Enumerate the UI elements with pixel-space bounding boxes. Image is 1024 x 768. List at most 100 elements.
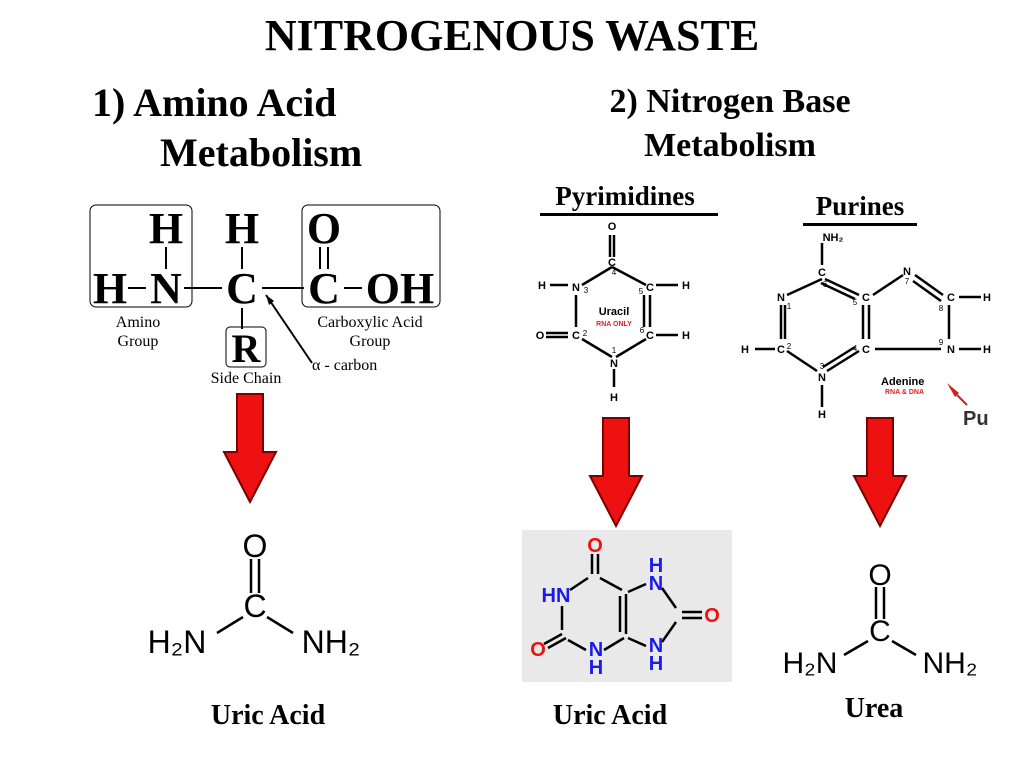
atom-c-alpha: C: [226, 264, 258, 313]
svg-text:4: 4: [612, 268, 617, 277]
label-amino-line2: Group: [118, 333, 159, 350]
svg-text:7: 7: [905, 277, 910, 286]
adenine-corner-text: Pu: [963, 408, 989, 430]
svg-text:C: C: [777, 344, 785, 356]
arrow-down-right: [852, 417, 908, 528]
adenine-structure: NH₂ C N C C C N N C N H H H H 6 1 5 2 4 …: [741, 232, 991, 430]
svg-text:O: O: [536, 330, 545, 342]
adenine-note: RNA & DNA: [885, 389, 924, 396]
svg-text:H: H: [538, 280, 546, 292]
section-amino-acid-line2: Metabolism: [160, 130, 363, 175]
pyrimidines-heading: Pyrimidines: [555, 181, 695, 211]
label-side-chain: Side Chain: [211, 370, 282, 387]
caption-right-urea: Urea: [844, 693, 904, 724]
section-nitrogen-base-heading: 2) Nitrogen Base Metabolism: [560, 80, 900, 168]
svg-text:O: O: [704, 605, 720, 627]
svg-text:C: C: [869, 615, 891, 648]
svg-text:H: H: [741, 344, 749, 356]
svg-text:9: 9: [939, 338, 944, 347]
side-chain-box: [225, 326, 267, 368]
purines-heading: Purines: [815, 191, 905, 221]
svg-text:C: C: [646, 330, 654, 342]
atom-h-top-mid: H: [225, 204, 259, 253]
page-title: NITROGENOUS WASTE: [264, 11, 760, 60]
svg-text:1: 1: [787, 302, 792, 311]
svg-text:O: O: [868, 559, 891, 592]
arrow-down-left: [222, 393, 278, 504]
svg-text:5: 5: [639, 287, 644, 296]
svg-text:C: C: [947, 292, 955, 304]
svg-text:O: O: [243, 528, 268, 564]
uracil-note: RNA ONLY: [596, 321, 632, 328]
svg-text:1: 1: [612, 346, 617, 355]
svg-text:N: N: [903, 266, 911, 278]
atom-n: N: [150, 264, 182, 313]
svg-text:C: C: [243, 588, 266, 624]
svg-text:H: H: [983, 292, 991, 304]
svg-text:N: N: [649, 573, 663, 595]
svg-text:O: O: [608, 221, 617, 233]
section-nitrogen-base-line1: 2) Nitrogen Base: [609, 83, 851, 120]
svg-text:H: H: [610, 392, 618, 404]
pyrimidines-underline: [540, 213, 718, 216]
svg-text:H: H: [649, 555, 663, 577]
alpha-carbon-pointer-head: [266, 295, 274, 305]
arrow-down-middle: [588, 417, 644, 528]
svg-text:NH₂: NH₂: [302, 624, 361, 660]
svg-text:N: N: [777, 292, 785, 304]
atom-h-left: H: [93, 264, 127, 313]
svg-text:NH₂: NH₂: [923, 647, 978, 680]
amino-group-box: [89, 204, 193, 308]
atom-h-top-left: H: [149, 204, 183, 253]
atom-oh: OH: [366, 264, 434, 313]
svg-text:8: 8: [939, 304, 944, 313]
svg-text:O: O: [587, 535, 603, 557]
carboxyl-group-box: [301, 204, 441, 308]
section-nitrogen-base-line2: Metabolism: [644, 127, 816, 164]
svg-text:O: O: [530, 639, 546, 661]
svg-text:6: 6: [823, 280, 828, 289]
svg-text:H: H: [983, 344, 991, 356]
svg-text:3: 3: [820, 362, 825, 371]
atom-r: R: [232, 326, 262, 371]
uric-acid-structure: O HN N H O O N H N H: [530, 535, 720, 679]
atom-o-top: O: [307, 204, 341, 253]
svg-text:N: N: [589, 639, 603, 661]
svg-text:H: H: [818, 409, 826, 421]
alpha-carbon-pointer: [265, 294, 313, 364]
svg-text:C: C: [818, 267, 826, 279]
svg-text:N: N: [818, 372, 826, 384]
svg-text:C: C: [608, 257, 616, 269]
svg-text:H: H: [682, 330, 690, 342]
left-product-structure: O C H₂N NH₂: [148, 528, 361, 660]
svg-text:H: H: [649, 653, 663, 675]
svg-text:4: 4: [853, 344, 858, 353]
svg-text:NH₂: NH₂: [823, 232, 844, 244]
svg-text:H: H: [589, 657, 603, 679]
svg-text:2: 2: [583, 329, 588, 338]
caption-middle-uric-acid: Uric Acid: [552, 700, 668, 731]
svg-text:N: N: [572, 282, 580, 294]
svg-text:2: 2: [787, 342, 792, 351]
caption-left-uric-acid: Uric Acid: [210, 700, 326, 731]
svg-text:3: 3: [584, 286, 589, 295]
label-carboxyl-line1: Carboxylic Acid: [317, 314, 422, 331]
label-alpha-carbon: α - carbon: [312, 357, 377, 374]
svg-text:5: 5: [853, 298, 858, 307]
atom-c-carboxyl: C: [308, 264, 340, 313]
svg-text:C: C: [646, 282, 654, 294]
svg-text:C: C: [572, 330, 580, 342]
svg-text:C: C: [862, 344, 870, 356]
svg-text:H₂N: H₂N: [783, 647, 838, 680]
purines-underline: [803, 223, 917, 226]
svg-text:H₂N: H₂N: [148, 624, 207, 660]
uracil-label: Uracil: [599, 306, 630, 318]
section-amino-acid-line1: 1) Amino Acid: [92, 80, 337, 125]
svg-text:6: 6: [640, 326, 645, 335]
svg-text:N: N: [947, 344, 955, 356]
urea-structure: O C H₂N NH₂: [783, 559, 978, 680]
svg-text:N: N: [610, 358, 618, 370]
label-carboxyl-line2: Group: [350, 333, 391, 350]
adenine-label: Adenine: [881, 376, 924, 388]
svg-text:HN: HN: [542, 585, 571, 607]
